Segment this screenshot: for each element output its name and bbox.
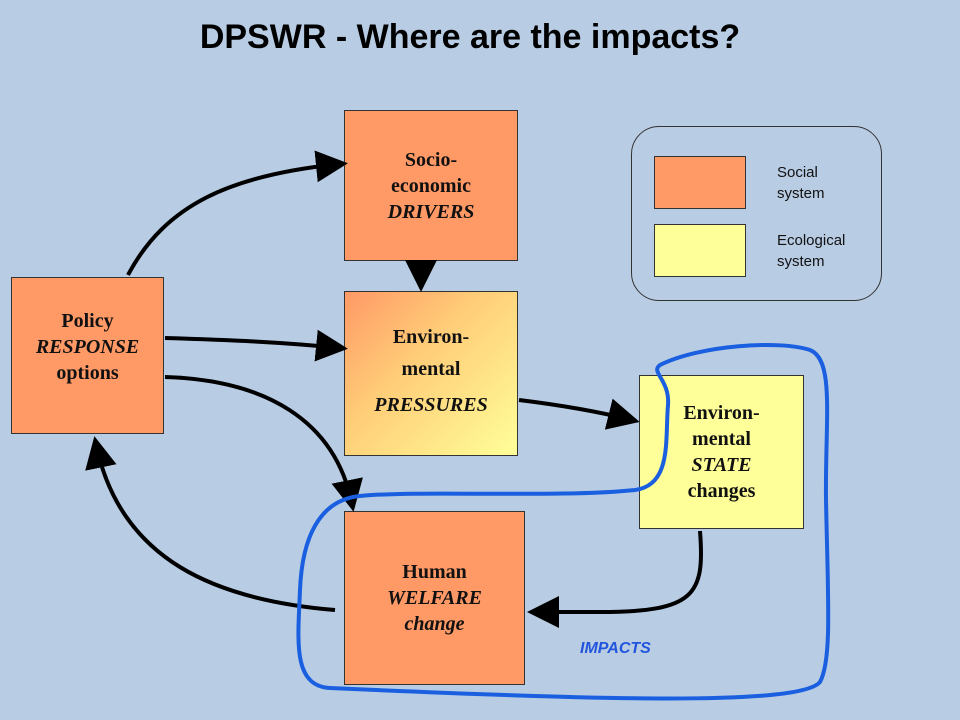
response-line3: options (56, 361, 119, 384)
response-line1: Policy (61, 309, 114, 332)
legend-frame (631, 126, 882, 301)
arrow-response-to-welfare (164, 375, 363, 512)
response-box: Policy RESPONSE options (11, 277, 164, 434)
state-line3: STATE (691, 454, 752, 476)
pressures-box: Environ- mental PRESSURES (344, 291, 518, 456)
state-line4: changes (687, 480, 756, 502)
pressures-line1: Environ- (392, 325, 470, 348)
legend-social-label: Social system (777, 164, 825, 202)
welfare-line3: change (404, 613, 465, 635)
state-line1: Environ- (683, 402, 760, 424)
legend-social-swatch (654, 156, 746, 209)
impacts-label: IMPACTS (580, 640, 651, 657)
response-line2: RESPONSE (35, 335, 140, 358)
impacts-loop (296, 343, 831, 701)
pressures-line2: mental (401, 357, 461, 380)
drivers-line3: DRIVERS (387, 200, 475, 223)
welfare-line1: Human (402, 561, 467, 583)
arrow-response-to-pressures (164, 329, 348, 362)
arrow-welfare-to-response (85, 436, 336, 612)
drivers-line1: Socio- (404, 148, 458, 171)
state-line2: mental (692, 428, 751, 450)
arrow-state-to-welfare (527, 530, 704, 628)
pressures-line3: PRESSURES (374, 393, 488, 416)
arrow-response-to-drivers (126, 150, 348, 276)
diagram-title: DPSWR - Where are the impacts? (199, 18, 741, 56)
arrow-pressures-to-state (518, 398, 640, 430)
legend-eco-label: Ecological system (777, 232, 846, 270)
drivers-box: Socio- economic DRIVERS (344, 110, 518, 261)
welfare-line2: WELFARE (387, 587, 482, 609)
welfare-box: Human WELFARE change (344, 511, 525, 685)
drivers-line2: economic (391, 174, 471, 197)
legend-eco-swatch (654, 224, 746, 277)
